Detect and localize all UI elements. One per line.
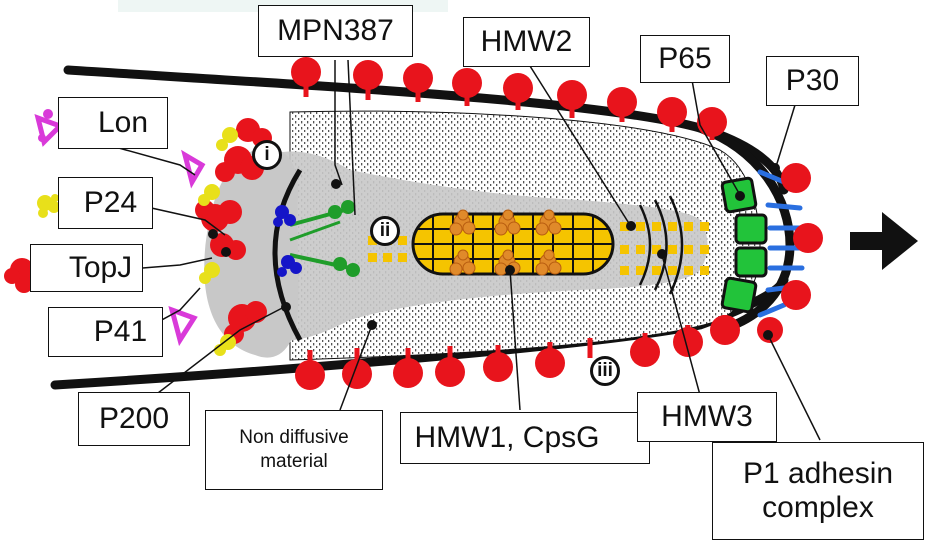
label-non-diffusive-material: Non diffusive material [205, 410, 383, 490]
label-p24: P24 [58, 177, 153, 229]
label-p65: P65 [640, 35, 730, 83]
label-p1-adhesin-complex: P1 adhesin complex [712, 442, 924, 540]
p24-clusters [198, 127, 238, 356]
outer-membrane-top [63, 65, 789, 195]
label-p200: P200 [78, 392, 190, 446]
label-topj: TopJ [30, 244, 143, 292]
p30-bars [757, 169, 805, 318]
p1-line-2: complex [762, 491, 874, 524]
leader-dots [208, 163, 780, 340]
p24-protein-icon [37, 194, 60, 218]
p1-line-1: P1 adhesin [742, 456, 894, 490]
topj-clusters [195, 118, 272, 344]
base-plate-arc [272, 168, 303, 342]
tip-membrane [698, 123, 795, 335]
lon-protein-icon [34, 109, 65, 147]
p41-cluster [273, 205, 302, 277]
mpn387-proteins [289, 200, 360, 277]
p65-complex [720, 176, 768, 314]
marker-iii: iii [590, 356, 620, 386]
non-diffusive-line-2: material [260, 451, 328, 472]
label-p41: P41 [48, 307, 163, 357]
lon-clusters [168, 149, 206, 347]
label-hmw3: HMW3 [637, 392, 777, 442]
p1-adhesin-top [291, 57, 727, 140]
label-hmw1-cpsg: HMW1, CpsG [400, 412, 650, 464]
label-p30: P30 [766, 56, 859, 106]
non-diffusive-line-1: Non diffusive [239, 427, 349, 449]
hmw1-protein-icon [449, 209, 562, 276]
p1-adhesin-bottom [295, 315, 740, 390]
marker-i: i [252, 140, 282, 170]
label-mpn387: MPN387 [258, 5, 413, 57]
marker-ii: ii [370, 216, 400, 246]
hmw3-arcs [638, 195, 684, 295]
right-arrow-icon [850, 212, 918, 270]
leader-lines [107, 59, 821, 441]
yellow-dash-array [368, 222, 709, 275]
label-hmw2: HMW2 [463, 17, 590, 67]
label-lon: Lon [58, 97, 168, 149]
